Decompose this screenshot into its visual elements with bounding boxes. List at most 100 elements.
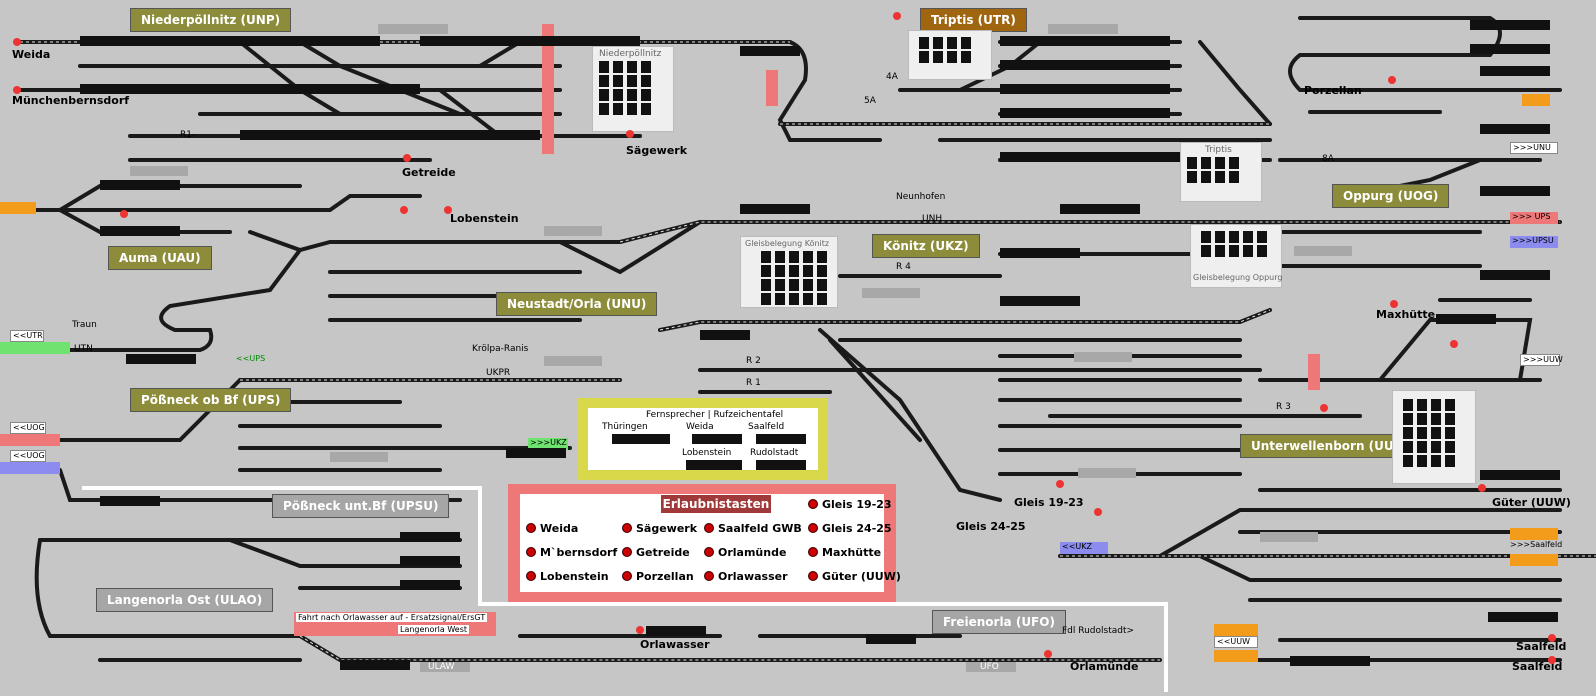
block-row — [400, 532, 460, 542]
permit-gleis-19-23[interactable]: Gleis 19-23 — [808, 498, 892, 511]
signal[interactable] — [120, 210, 128, 218]
track-r4: R 4 — [896, 262, 911, 272]
signal[interactable] — [1388, 76, 1396, 84]
block-row — [1000, 152, 1180, 162]
signal[interactable] — [1044, 650, 1052, 658]
signal[interactable] — [1094, 508, 1102, 516]
tab-uog-track-2[interactable] — [0, 462, 60, 474]
signal[interactable] — [1548, 656, 1556, 664]
plate — [1078, 468, 1136, 478]
block-row — [1470, 44, 1550, 54]
track-r2: R 2 — [746, 356, 761, 366]
block-row — [340, 660, 410, 670]
track-r1b: R 1 — [746, 378, 761, 388]
signal[interactable] — [403, 154, 411, 162]
tab-uuw[interactable]: >>>UUW — [1520, 354, 1563, 366]
station-unu: Neustadt/Orla (UNU) — [496, 292, 658, 316]
telephone-thueringen: Thüringen — [602, 422, 648, 432]
tab-saalfeld[interactable]: >>>Saalfeld — [1510, 540, 1563, 549]
signal[interactable] — [1450, 340, 1458, 348]
tab-uog-track-1[interactable] — [0, 434, 60, 446]
panel-unterwellenborn — [1392, 390, 1476, 484]
telephone-key[interactable] — [756, 434, 806, 444]
block-row — [400, 556, 460, 566]
signal[interactable] — [13, 38, 21, 46]
permit-saegewerk[interactable]: Sägewerk — [622, 522, 697, 535]
tab-out-2[interactable] — [1510, 554, 1558, 566]
permit-saalfeld-gwb[interactable]: Saalfeld GWB — [704, 522, 802, 535]
track-5a: 5A — [864, 96, 876, 106]
block-row — [400, 580, 460, 590]
tab-uog-1[interactable]: <<UOG — [10, 422, 46, 434]
signal[interactable] — [636, 626, 644, 634]
tab-ups[interactable]: >>> UPS — [1510, 212, 1558, 224]
signal[interactable] — [1390, 300, 1398, 308]
plate — [544, 226, 602, 236]
block-row — [646, 626, 706, 636]
block-row — [1000, 296, 1080, 306]
plate — [1074, 352, 1132, 362]
signal[interactable] — [444, 206, 452, 214]
permit-orlawasser[interactable]: Orlawasser — [704, 570, 788, 583]
permission-panel: Erlaubnistasten Gleis 19-23 Weida Sägewe… — [508, 484, 901, 602]
telephone-key[interactable] — [756, 460, 806, 470]
label-muenchenbernsdorf: Münchenbernsdorf — [12, 94, 130, 107]
permit-mbernsdorf[interactable]: M`bernsdorf — [526, 546, 617, 559]
permit-orlamuende[interactable]: Orlamünde — [704, 546, 786, 559]
signal[interactable] — [1548, 634, 1556, 642]
panel-title: Gleisbelegung Oppurg — [1193, 273, 1283, 282]
tab-ukz-in[interactable]: <<UKZ — [1060, 542, 1108, 554]
station-uog: Oppurg (UOG) — [1332, 184, 1450, 208]
tab-ukz[interactable]: >>>UKZ — [528, 438, 568, 450]
label-gueter: Güter (UUW) — [1492, 496, 1571, 509]
permit-gueter-uuw[interactable]: Güter (UUW) — [808, 570, 901, 583]
label-gleis1923: Gleis 19-23 — [1014, 496, 1084, 509]
signal[interactable] — [13, 86, 21, 94]
tab-exit-west[interactable] — [0, 202, 36, 214]
tab-exit[interactable] — [1522, 94, 1550, 106]
telephone-key[interactable] — [686, 460, 742, 470]
block-row — [1480, 270, 1550, 280]
tab-utr[interactable]: <<UTR — [10, 330, 44, 342]
station-ups: Pößneck ob Bf (UPS) — [130, 388, 292, 412]
telephone-panel: Fernsprecher | Rufzeichentafel Thüringen… — [578, 398, 828, 480]
panel-title: Niederpöllnitz — [599, 49, 662, 59]
telephone-key[interactable] — [612, 434, 670, 444]
permit-lobenstein[interactable]: Lobenstein — [526, 570, 609, 583]
plate — [378, 24, 448, 34]
permit-maxhuette[interactable]: Maxhütte — [808, 546, 881, 559]
permit-weida[interactable]: Weida — [526, 522, 578, 535]
label-fdl-rudolstadt: Fdl Rudolstadt> — [1062, 626, 1135, 636]
track-utn: UTN — [74, 344, 93, 354]
panel-triptis: Triptis — [1180, 142, 1262, 202]
tab-out-1[interactable] — [1510, 528, 1558, 540]
tab-uog-2[interactable]: <<UOG — [10, 450, 46, 462]
permit-getreide[interactable]: Getreide — [622, 546, 690, 559]
signal[interactable] — [893, 12, 901, 20]
plate-ulaw — [420, 662, 470, 672]
permit-porzellan[interactable]: Porzellan — [622, 570, 694, 583]
signal[interactable] — [626, 130, 634, 138]
plate — [862, 288, 920, 298]
signal[interactable] — [1478, 484, 1486, 492]
tab-utr-track[interactable] — [0, 342, 70, 354]
track-ufo: UFO — [980, 662, 999, 672]
tab-uuw-in[interactable]: <<UUW — [1214, 636, 1258, 648]
tab-ups-in[interactable]: <<UPS — [236, 354, 266, 363]
telephone-key[interactable] — [692, 434, 742, 444]
label-kroelpa: Krölpa-Ranis — [472, 344, 529, 354]
label-weida: Weida — [12, 48, 51, 61]
tab-upsu[interactable]: >>>UPSU — [1510, 236, 1558, 248]
plate — [544, 356, 602, 366]
tab-uuw-track-2[interactable] — [1214, 650, 1258, 662]
tab-uuw-track[interactable] — [1214, 624, 1258, 636]
permit-gleis-24-25[interactable]: Gleis 24-25 — [808, 522, 892, 535]
tab-unu[interactable]: >>>UNU — [1510, 142, 1558, 154]
station-upsu: Pößneck unt.Bf (UPSU) — [272, 494, 450, 518]
label-lobenstein: Lobenstein — [450, 212, 519, 225]
signal[interactable] — [400, 206, 408, 214]
label-saegewerk: Sägewerk — [626, 144, 688, 157]
signal[interactable] — [1056, 480, 1064, 488]
station-unp: Niederpöllnitz (UNP) — [130, 8, 292, 32]
signal[interactable] — [1320, 404, 1328, 412]
